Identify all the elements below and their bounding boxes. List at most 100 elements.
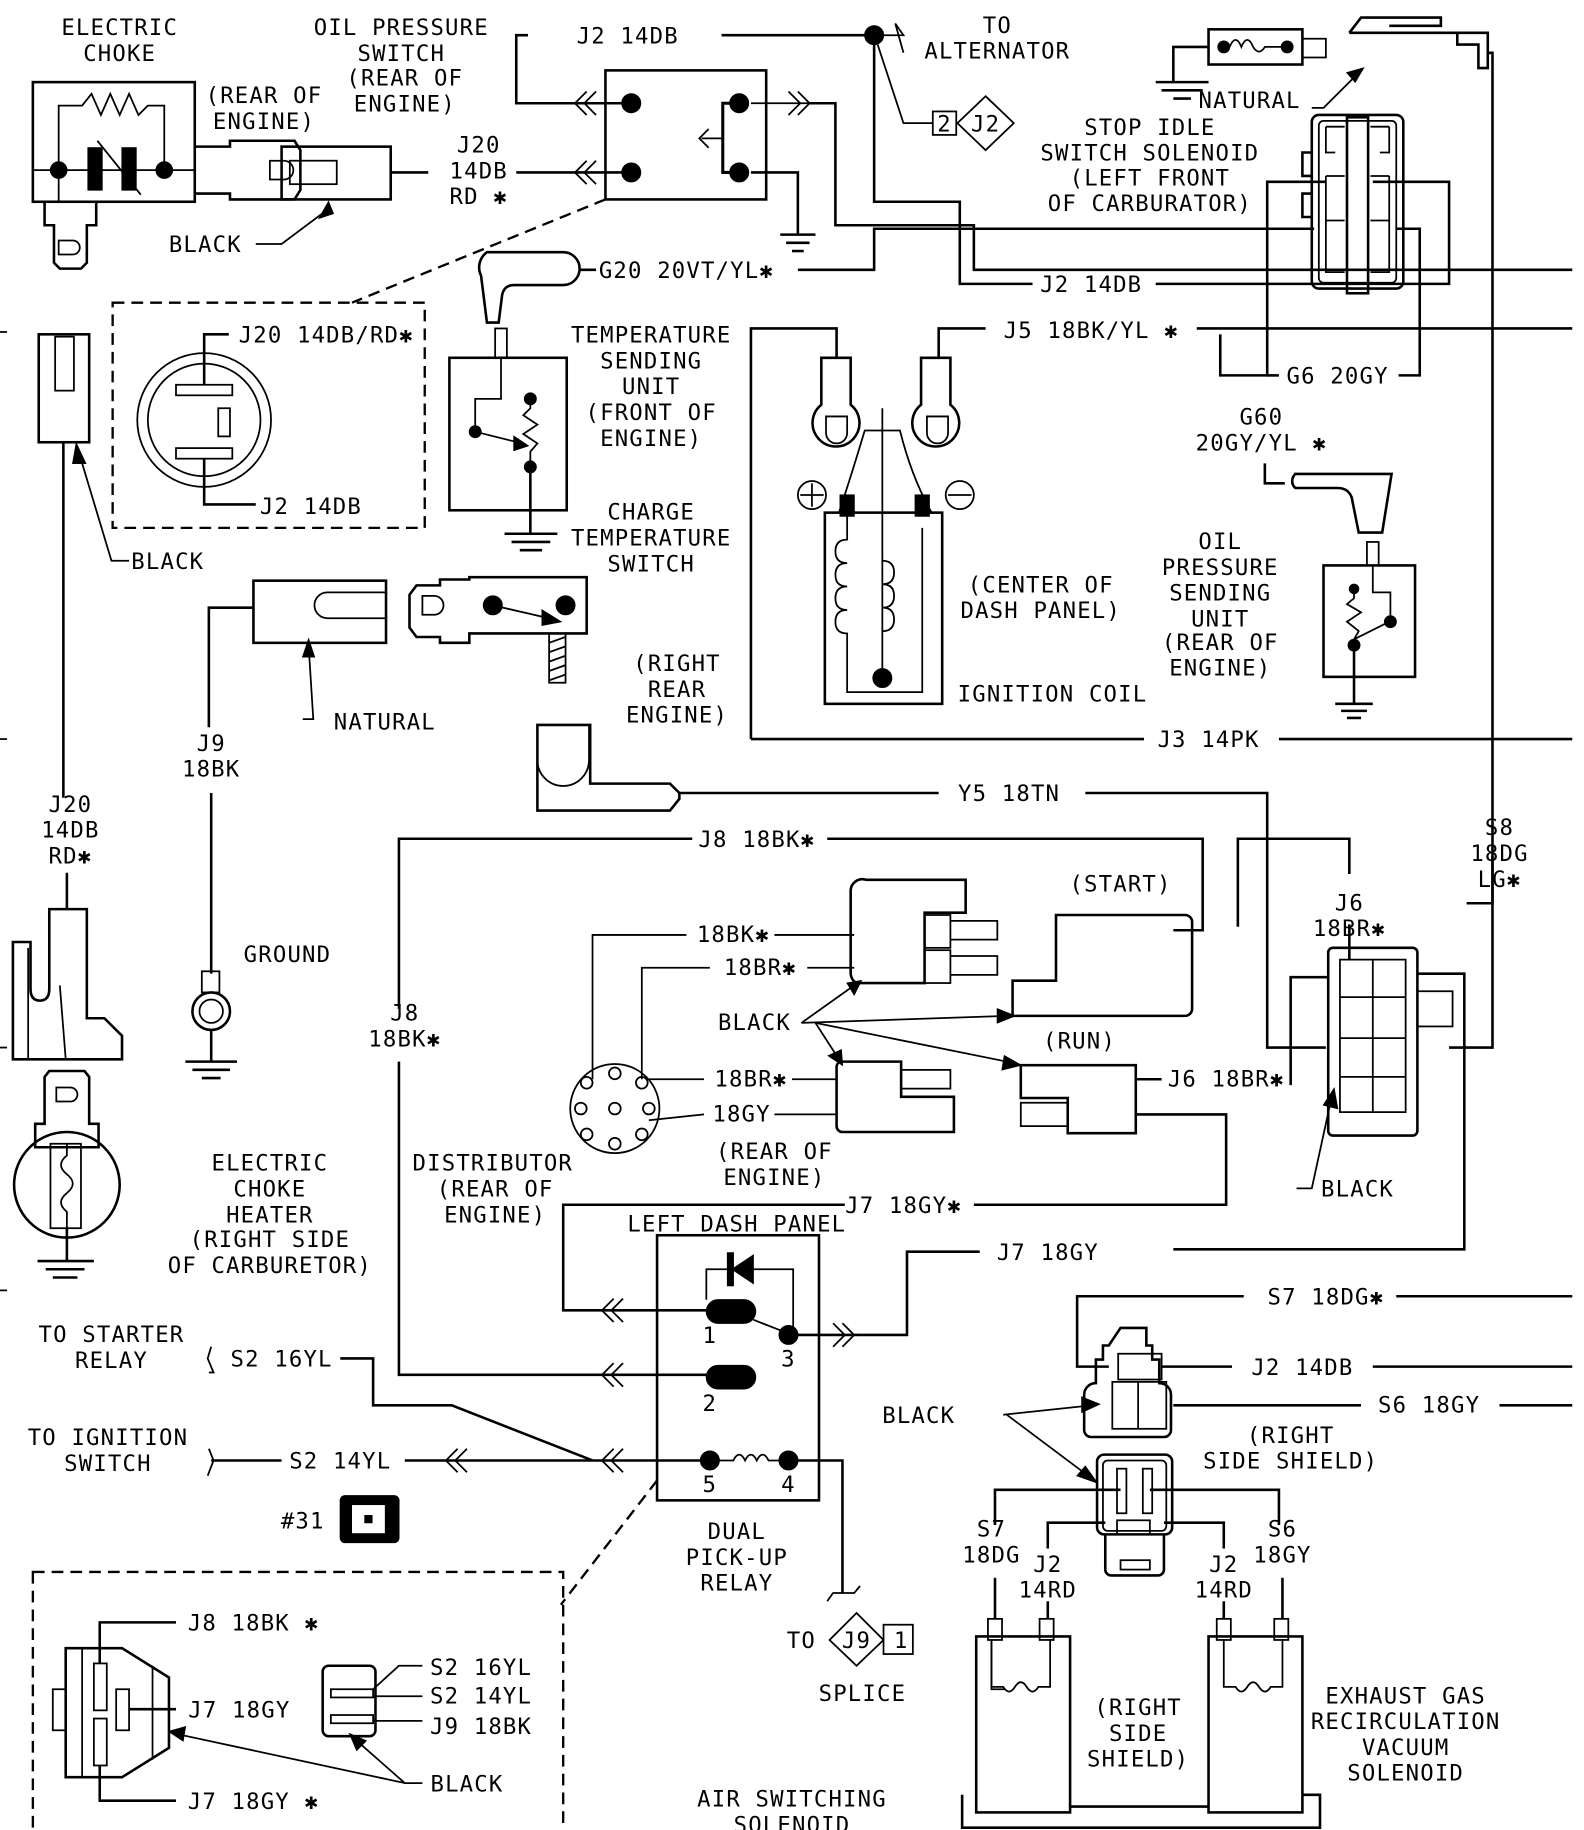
j3-wire-label: J3 14PK bbox=[1157, 727, 1259, 753]
inset-j9: J9 18BK bbox=[430, 1714, 532, 1740]
svg-text:J2: J2 bbox=[971, 111, 1000, 137]
svg-text:2: 2 bbox=[937, 111, 952, 137]
pin-4: 4 bbox=[781, 1472, 796, 1498]
j8-wire-label: J8 18BK✱ bbox=[698, 827, 815, 853]
inset-black: BLACK bbox=[431, 1771, 504, 1797]
splice-label: SPLICE bbox=[819, 1681, 907, 1707]
j7-star-wire-label: J7 18GY✱ bbox=[845, 1193, 962, 1219]
wire-18gy: 18GY bbox=[712, 1101, 770, 1127]
distributor-connector-a bbox=[849, 878, 999, 985]
ground-label: GROUND bbox=[244, 942, 332, 968]
inset-j7-star: J7 18GY ✱ bbox=[188, 1789, 319, 1815]
run-label: (RUN) bbox=[1043, 1029, 1116, 1055]
j7-wire-label: J7 18GY bbox=[997, 1240, 1099, 1266]
j2-14db-c-label: J2 14DB bbox=[1251, 1355, 1353, 1381]
inset-j8: J8 18BK ✱ bbox=[188, 1611, 319, 1637]
inset-j7: J7 18GY bbox=[188, 1697, 290, 1723]
right-rear-engine-connector: Y5 18TN bbox=[536, 723, 1326, 1049]
distributor-label: DISTRIBUTOR bbox=[413, 1151, 573, 1177]
s2-14yl-label: S2 14YL bbox=[289, 1449, 391, 1475]
start-connector: (START) bbox=[1011, 872, 1194, 1018]
s6-18gy-label: S6 18GY bbox=[1378, 1392, 1480, 1418]
wire-18br-2: 18BR✱ bbox=[714, 1066, 787, 1092]
splice-to: TO bbox=[787, 1628, 816, 1654]
svg-text:J9: J9 bbox=[842, 1628, 871, 1654]
egr-solenoid bbox=[1207, 1617, 1304, 1814]
inset-s2-16yl: S2 16YL bbox=[430, 1655, 532, 1681]
connector-ref-label: #31 bbox=[281, 1509, 325, 1535]
g6-wire-label: G6 20GY bbox=[1287, 364, 1389, 390]
pin-5: 5 bbox=[703, 1472, 718, 1498]
wire-18br: 18BR✱ bbox=[724, 955, 797, 981]
air-switching-solenoid bbox=[974, 1617, 1072, 1814]
wire-18bk: 18BK✱ bbox=[697, 922, 770, 948]
j5-wire-label: J5 18BK/YL ✱ bbox=[1004, 318, 1179, 344]
run-connector: (RUN) J6 18BR✱ bbox=[973, 1029, 1285, 1207]
j6-run-wire-label: J6 18BR✱ bbox=[1168, 1066, 1285, 1092]
y5-wire-label: Y5 18TN bbox=[958, 781, 1060, 807]
oil-pressure-switch-contacts bbox=[351, 33, 1573, 304]
connector-detail-inset: J20 14DB/RD✱ J2 14DB bbox=[111, 301, 426, 530]
black-label-1: BLACK bbox=[169, 232, 242, 258]
pin-2: 2 bbox=[703, 1391, 718, 1417]
j20-box-label: J20 14DB/RD✱ bbox=[239, 323, 414, 349]
start-label: (START) bbox=[1069, 872, 1171, 898]
relay-connector-inset: J8 18BK ✱ J7 18GY J7 18GY ✱ S2 16YL S2 1… bbox=[31, 1570, 565, 1830]
black-label-3: BLACK bbox=[1321, 1177, 1394, 1203]
g20-wire-label: G20 20VT/YL✱ bbox=[599, 258, 774, 284]
j2-14db-top: J2 14DB bbox=[577, 23, 679, 49]
black-label-2: BLACK bbox=[131, 549, 204, 575]
splice-j9: TO J9 1 SPLICE bbox=[787, 1611, 914, 1707]
left-dash-panel-label: LEFT DASH PANEL bbox=[627, 1212, 846, 1238]
temperature-sending-connector bbox=[477, 250, 581, 324]
inset-s2-14yl: S2 14YL bbox=[430, 1683, 532, 1709]
connector-ref-31: #31 bbox=[281, 1495, 400, 1544]
svg-text:1: 1 bbox=[894, 1628, 909, 1654]
ignition-coil-label: IGNITION COIL bbox=[958, 682, 1148, 708]
pin-1: 1 bbox=[703, 1323, 718, 1349]
